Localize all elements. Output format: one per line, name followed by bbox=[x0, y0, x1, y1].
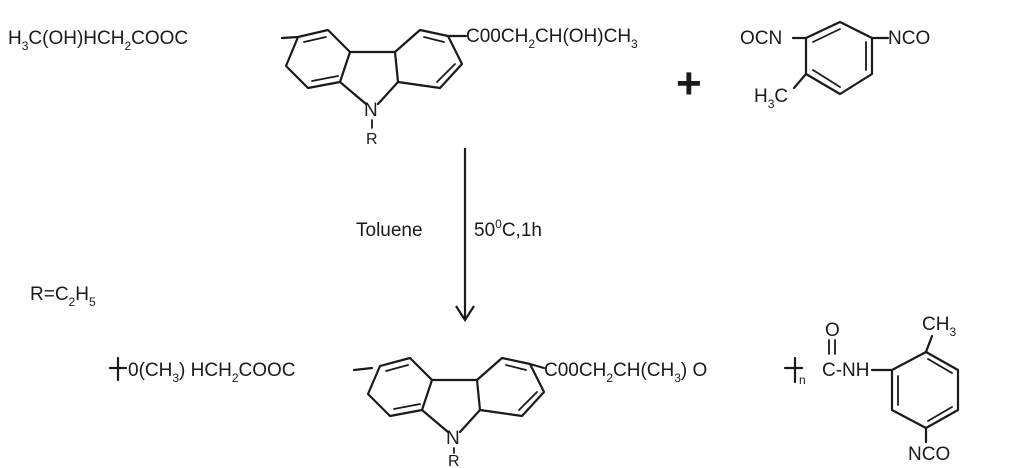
product-left-ring-double-1 bbox=[385, 364, 409, 372]
product-tolyl-double-3 bbox=[927, 406, 953, 422]
product-polymer: 0(CH3) HCH2COOC C00CH2CH(CH3) O n O C-NH bbox=[108, 314, 960, 468]
reactant-right-chain: C00CH2CH(OH)CH3 bbox=[466, 26, 638, 51]
reactant-carbazole: H3C(OH)HCH2COOC C00CH2CH(OH)CH3 N R bbox=[8, 26, 638, 148]
reaction-arrow bbox=[455, 148, 475, 323]
reactant-left-bond bbox=[280, 35, 300, 40]
product-carbonyl-oxygen: O bbox=[825, 320, 840, 341]
diisocyanate-ring bbox=[804, 20, 874, 96]
reactant-five-ring-left bbox=[338, 80, 368, 106]
diisocyanate-ring-double-1 bbox=[812, 28, 841, 43]
reactant-r-group: R bbox=[366, 131, 378, 148]
reactant-five-ring-right bbox=[376, 80, 400, 106]
plus-sign: + bbox=[676, 59, 702, 108]
product-right-ring-double-2 bbox=[518, 391, 538, 411]
product-urethane: C-NH bbox=[822, 360, 870, 381]
product-five-ring-right bbox=[458, 408, 482, 434]
reactant-right-ring-double-2 bbox=[436, 63, 456, 83]
condition-temperature: 500C,1h bbox=[474, 217, 542, 241]
product-isocyanate: NCO bbox=[908, 444, 950, 465]
product-nitrogen: N bbox=[446, 428, 460, 449]
product-five-ring-left bbox=[420, 408, 450, 434]
product-right-ring-double-1 bbox=[505, 364, 527, 371]
reactant-right-ring-double-1 bbox=[423, 36, 445, 43]
diisocyanate-left-group: OCN bbox=[740, 28, 782, 49]
r-definition: R=C2H5 bbox=[30, 284, 96, 309]
condition-solvent: Toluene bbox=[356, 220, 423, 241]
product-repeat-n: n bbox=[799, 373, 806, 387]
diisocyanate-right-group: NCO bbox=[888, 28, 930, 49]
product-tolyl-double-1 bbox=[927, 358, 953, 374]
product-methyl: CH3 bbox=[922, 314, 956, 339]
product-right-ring bbox=[475, 356, 546, 418]
product-r-group: R bbox=[448, 453, 460, 468]
reactant-left-chain: H3C(OH)HCH2COOC bbox=[8, 28, 188, 53]
product-tolyl-ring bbox=[890, 350, 960, 430]
arrow-head bbox=[455, 305, 475, 323]
product-right-chain: C00CH2CH(CH3) O bbox=[544, 360, 707, 385]
reactant-nitrogen: N bbox=[364, 100, 378, 121]
reactant-left-ring-double-2 bbox=[311, 75, 339, 82]
reactant-right-ring bbox=[393, 28, 464, 90]
reactant-left-ring-double-1 bbox=[303, 36, 327, 43]
diisocyanate-ring-double-3 bbox=[812, 69, 841, 88]
product-methyl-bond bbox=[924, 334, 934, 354]
product-left-chain: 0(CH3) HCH2COOC bbox=[128, 360, 296, 385]
diisocyanate-methyl: H3C bbox=[754, 86, 788, 111]
product-right-bond bbox=[528, 362, 546, 370]
product-left-bond bbox=[352, 366, 374, 372]
diisocyanate-methyl-bond bbox=[792, 72, 808, 90]
product-left-ring-double-2 bbox=[393, 403, 421, 410]
reactant-diisocyanate: OCN NCO H3C bbox=[740, 20, 930, 111]
